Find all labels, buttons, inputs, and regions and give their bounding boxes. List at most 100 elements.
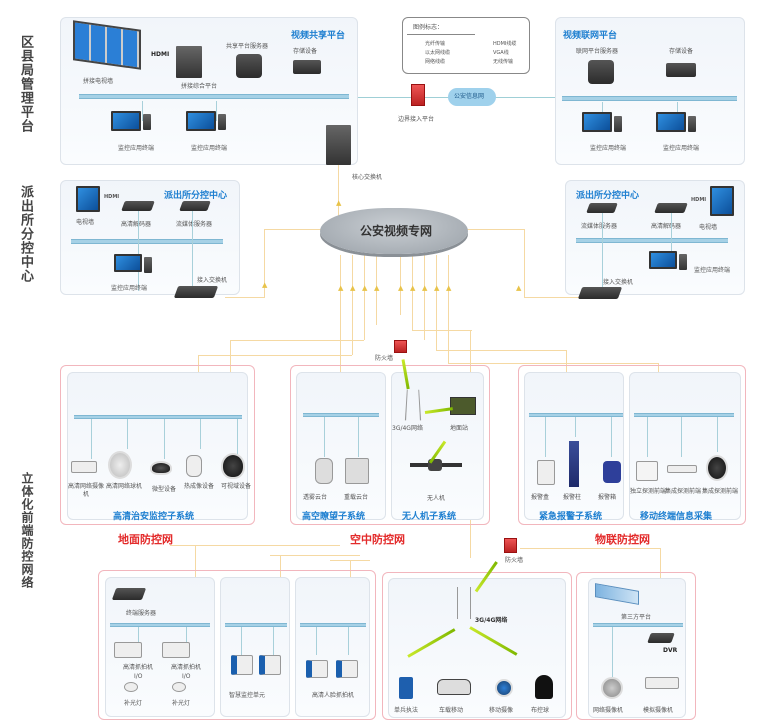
iot-network-frame (518, 365, 746, 525)
air-network-frame (290, 365, 490, 525)
tv-wall-label: 电视墙 (76, 219, 95, 226)
mobile-camera-icon (495, 679, 513, 697)
terminal1-icon (111, 111, 141, 131)
handheld-icon (399, 677, 413, 699)
smart-unit-panel: 智慧监控单元 (220, 577, 290, 717)
hd-capture-camera-icon (114, 642, 142, 658)
device-label: 报警箱 (598, 494, 617, 501)
cell-tower-icon (404, 389, 422, 421)
face-unit-label: 高清人脸抓拍机 (311, 692, 354, 699)
checkpoint-panel: 终端服务器 高清抓拍机 高清抓拍机 I/O I/O 补光灯 补光灯 (105, 577, 215, 717)
device-label: 网络摄像机 (593, 707, 624, 714)
decode-platform-label: 拼接综合平台 (181, 83, 218, 90)
storage-icon (666, 63, 696, 77)
third-party-label: 第三方平台 (621, 614, 652, 621)
panel-title: 视频联网平台 (563, 31, 618, 41)
tv-wall-label: 电视墙 (699, 224, 718, 231)
network-bus (562, 96, 737, 101)
third-party-platform-icon (595, 583, 639, 605)
panel-title: 派出所分控中心 (164, 191, 228, 201)
iot-sub2-panel: 独立探测前端 集成探测前端 集成探测前端 移动终端信息采集 (629, 372, 741, 522)
media-server-label: 流媒体服务器 (581, 223, 618, 230)
storage-label: 存储设备 (293, 48, 318, 55)
terminal1-label: 监控应用终端 (118, 145, 155, 152)
face-capture-panel: 高清人脸抓拍机 (295, 577, 370, 717)
access-switch-right-label: 接入交换机 (603, 279, 634, 286)
fog-ptz-icon (315, 458, 333, 484)
micro-device-icon (150, 461, 172, 475)
subsystem-title: 紧急报警子系统 (539, 512, 603, 522)
network-bus (576, 238, 728, 243)
terminal2-label: 监控应用终端 (663, 145, 700, 152)
decoder-label: 高清解码器 (121, 221, 152, 228)
side-label-station: 派出所分控中心 (18, 185, 33, 283)
station-right-panel: 派出所分控中心 流媒体服务器 高清解码器 HDMI 电视墙 监控应用终端 (565, 180, 745, 295)
device-label: 车载移动 (439, 707, 464, 714)
hd-capture-camera-icon (162, 642, 190, 658)
alarm-case-icon (603, 461, 621, 483)
mobile-firewall-label: 防火墙 (505, 557, 524, 564)
public-net-label: 公安信息网 (454, 93, 485, 100)
device-label: 微型设备 (151, 486, 176, 493)
tv-wall-icon (710, 186, 734, 216)
terminal-label: 监控应用终端 (111, 285, 148, 292)
storage-label: 存储设备 (669, 48, 694, 55)
panel-title: 派出所分控中心 (576, 191, 640, 201)
terminal1-label: 监控应用终端 (590, 145, 627, 152)
side-label-county: 区县局管理平台 (18, 35, 33, 133)
ground-subsystem-panel: 高清网络摄像机 高清网络球机 微型设备 热成像设备 可视域设备 高清治安监控子系… (67, 372, 251, 522)
network-label: 3G/4G网络 (392, 425, 423, 432)
hdmi-label: HDMI (151, 51, 170, 58)
cloud-label: 公安视频专网 (360, 224, 433, 238)
network-camera-icon (601, 677, 623, 699)
dvr-icon (647, 633, 675, 643)
smart-camera-icon (231, 655, 253, 675)
device-label: 集成探测前端 (702, 488, 739, 495)
deploy-ball-icon (535, 675, 553, 699)
device-label: 高清网络摄像机 (68, 483, 105, 498)
alarm-pillar-icon (569, 441, 579, 487)
air-network-title: 空中防控网 (350, 533, 405, 546)
terminal-server-icon (111, 588, 147, 600)
legend-box: 图例标志： 光纤传输 HDMI线缆 以太网线缆 VGA线 网络线缆 无线传输 (402, 17, 530, 74)
thermal-device-icon (186, 455, 202, 477)
face-camera-icon (306, 660, 328, 678)
device-label: 移动摄像 (489, 707, 514, 714)
device-label: 报警柱 (563, 494, 582, 501)
decoder-icon (654, 203, 688, 213)
legend-vga: VGA线 (493, 50, 509, 56)
subsystem-title: 移动终端信息采集 (640, 512, 713, 522)
media-server-icon (179, 201, 211, 211)
core-switch-label: 核心交换机 (352, 174, 383, 181)
share-server-label: 共享平台服务器 (226, 43, 269, 50)
access-switch-right-icon (577, 287, 623, 299)
device-label: 补光灯 (124, 700, 143, 707)
terminal-icon (649, 251, 677, 269)
smart-unit-label: 智慧监控单元 (229, 692, 266, 699)
ground-network-title: 地面防控网 (118, 533, 173, 546)
face-camera-icon (336, 660, 358, 678)
cell-tower-icon (457, 587, 471, 619)
core-switch-icon (326, 125, 351, 165)
media-server-icon (586, 203, 618, 213)
subsystem-title: 无人机子系统 (402, 512, 457, 522)
access-switch-left-icon (173, 286, 219, 298)
side-label-frontend: 立体化前端防控网络 (20, 472, 34, 589)
public-net-cloud (448, 88, 496, 106)
hdmi-label: HDMI (691, 197, 707, 203)
legend-wireless: 无线传输 (493, 59, 514, 65)
integrated-detector-icon (667, 465, 697, 473)
storage-icon (293, 60, 321, 74)
share-server-icon (236, 54, 262, 78)
decoder-label: 高清解码器 (651, 223, 682, 230)
terminal1-icon (582, 112, 612, 132)
video-share-platform-panel: 视频共享平台 拼接电视墙 HDMI 拼接综合平台 共享平台服务器 存储设备 监控… (60, 17, 358, 165)
legend-fiber: 光纤传输 (425, 41, 446, 47)
video-network-platform-panel: 视频联网平台 联网平台服务器 存储设备 监控应用终端 监控应用终端 (555, 17, 745, 165)
independent-detector-icon (636, 461, 658, 481)
fill-light-icon (172, 682, 186, 692)
air-firewall-icon (394, 340, 407, 353)
legend-ethernet: 以太网线缆 (425, 50, 451, 56)
terminal2-icon (656, 112, 686, 132)
decoder-icon (121, 201, 155, 211)
